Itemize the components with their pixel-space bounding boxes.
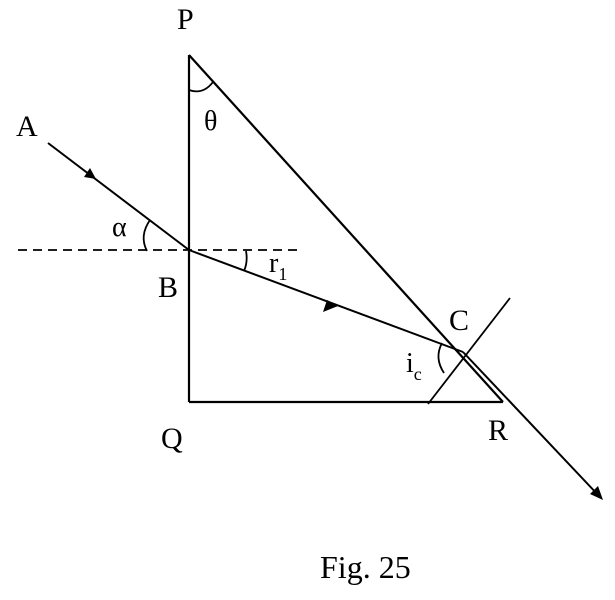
label-p: P [177, 3, 194, 36]
incident-ray [47, 142, 190, 251]
label-b: B [158, 271, 178, 304]
refracted-ray-arrow [323, 300, 338, 312]
label-a: A [16, 110, 38, 143]
label-r1: r1 [269, 248, 287, 284]
r1-arc [243, 250, 248, 272]
label-c: C [449, 304, 469, 337]
label-r1-sub: 1 [278, 264, 287, 284]
label-q: Q [161, 422, 183, 455]
emergent-ray-arrow [590, 486, 603, 500]
figure-caption: Fig. 25 [320, 549, 411, 585]
emergent-ray [462, 351, 601, 498]
label-ic: ic [406, 348, 422, 384]
refracted-ray [188, 249, 464, 353]
theta-arc [188, 81, 214, 93]
label-r1-main: r [269, 248, 279, 279]
prism-edge-pr [188, 54, 504, 403]
ic-arc [437, 342, 445, 374]
normal-at-c [427, 297, 511, 405]
label-ic-main: i [406, 348, 414, 379]
label-alpha: α [112, 212, 127, 243]
label-r: R [488, 414, 508, 447]
label-theta: θ [204, 106, 217, 137]
incident-ray-arrow [84, 168, 96, 179]
label-ic-sub: c [414, 364, 422, 384]
alpha-arc [142, 219, 151, 252]
